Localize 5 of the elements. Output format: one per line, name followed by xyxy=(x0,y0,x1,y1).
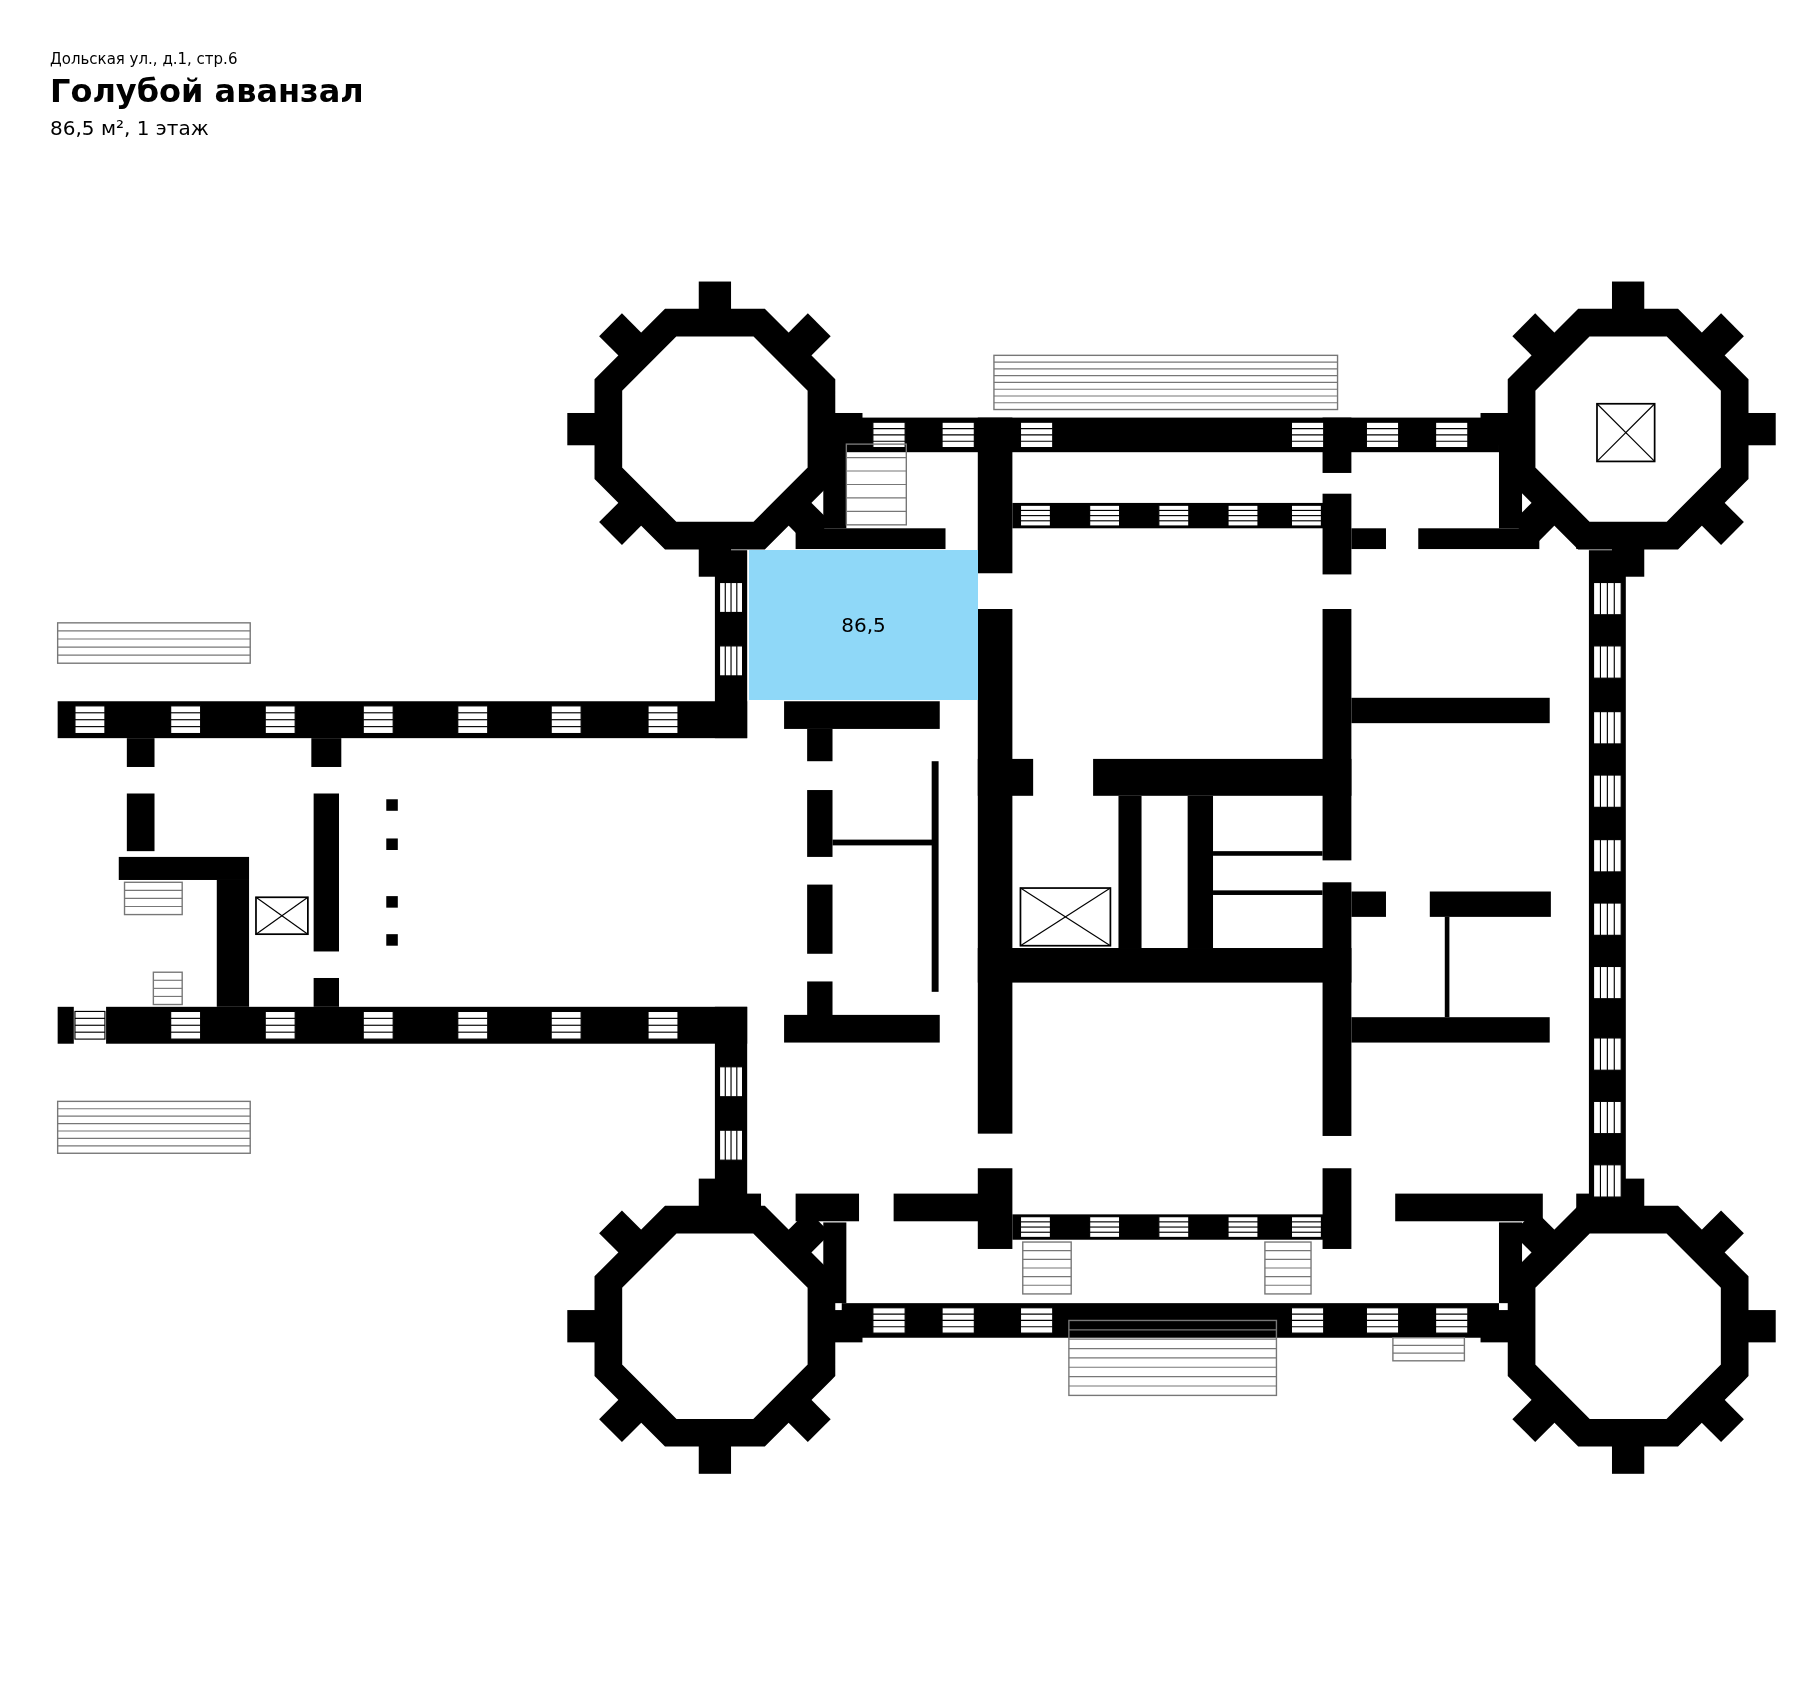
room-area-label: 86,5 xyxy=(841,613,886,637)
address-text: Дольская ул., д.1, стр.6 xyxy=(50,50,238,68)
area-floor-text: 86,5 м², 1 этаж xyxy=(50,116,209,140)
highlighted-room xyxy=(749,550,978,700)
title: Голубой аванзал xyxy=(50,72,364,110)
